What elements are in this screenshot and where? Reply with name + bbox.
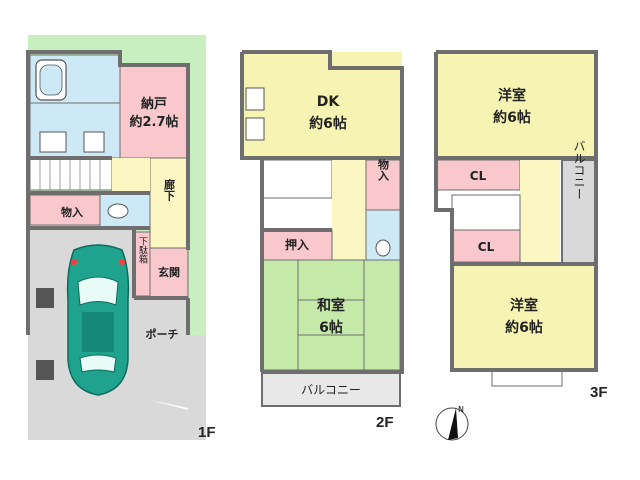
cl-bottom (451, 229, 521, 263)
stair-steps (39, 158, 101, 190)
dk-name: DK (317, 94, 341, 110)
balcony-2f-label: バルコニー (301, 383, 361, 397)
stairs-3f (451, 194, 521, 231)
walls-2f (240, 50, 404, 374)
entrance-label: 玄関 (158, 265, 180, 279)
oshiire-label: 押入 (285, 237, 309, 252)
yoshitsu-top-size: 約6帖 (493, 109, 531, 126)
hallway-top (112, 158, 150, 193)
floor-2-label: 2F (376, 414, 394, 431)
hallway-1f (149, 157, 189, 249)
storage-room-1f (119, 64, 189, 159)
washitsu-name: 和室 (317, 297, 345, 314)
washer-icon (83, 131, 105, 153)
cl-bottom-label: CL (478, 240, 495, 254)
closet-1f-label: 物入 (61, 205, 83, 219)
parking-post (36, 288, 54, 308)
kitchen-sink-icon (245, 117, 265, 141)
floor-1-label: 1F (198, 424, 216, 441)
bay-window (491, 369, 563, 387)
toilet-icon (107, 203, 129, 219)
yoshitsu-top-name: 洋室 (498, 87, 526, 104)
kitchen-stove-icon (245, 87, 265, 111)
bathtub-inner (39, 64, 63, 96)
storage-1f-size: 約2.7帖 (129, 114, 178, 130)
stairs-2f (261, 159, 333, 199)
floor-3: 洋室 約6帖 CL CL バルコニー 洋室 約6帖 3F (434, 50, 608, 401)
balcony-2f (261, 371, 401, 407)
tatami-lines (297, 260, 365, 370)
cl-top-label: CL (470, 169, 487, 183)
porch-label: ポーチ (146, 327, 179, 341)
hallway-label: 廊下 (163, 178, 176, 202)
dk-size: 約6帖 (309, 115, 347, 132)
compass-label: N (458, 405, 464, 414)
compass-icon: N (435, 405, 469, 441)
washbasin-icon (39, 131, 67, 153)
yoshitsu-top (436, 52, 596, 157)
washitsu-size: 6帖 (319, 319, 343, 336)
hall-3f (520, 160, 560, 265)
closet-2f (365, 159, 401, 211)
walls-3f (434, 50, 598, 372)
shoe-box-label: 下駄箱 (137, 237, 148, 265)
balcony-3f-label: バルコニー (572, 140, 586, 200)
storage-1f-name: 納戸 (141, 96, 167, 112)
closet-2f-label: 物入 (377, 158, 390, 182)
washitsu (261, 259, 401, 371)
floor-3-label: 3F (590, 384, 608, 401)
yoshitsu-bottom-size: 約6帖 (505, 319, 543, 336)
entrance (149, 247, 189, 299)
yoshitsu-bottom-name: 洋室 (510, 297, 538, 314)
yoshitsu-bottom (452, 264, 596, 370)
car-icon (66, 244, 130, 396)
toilet-2f-icon (375, 239, 391, 257)
floor-2: DK 約6帖 物入 押入 和室 6帖 バルコニー 2F (240, 50, 404, 431)
hall-2f (332, 160, 366, 260)
floor-1: 納戸 約2.7帖 物入 廊下 下駄箱 玄関 ポーチ 1F (26, 35, 216, 441)
walls-1f (26, 50, 190, 335)
parking-post (36, 360, 54, 380)
